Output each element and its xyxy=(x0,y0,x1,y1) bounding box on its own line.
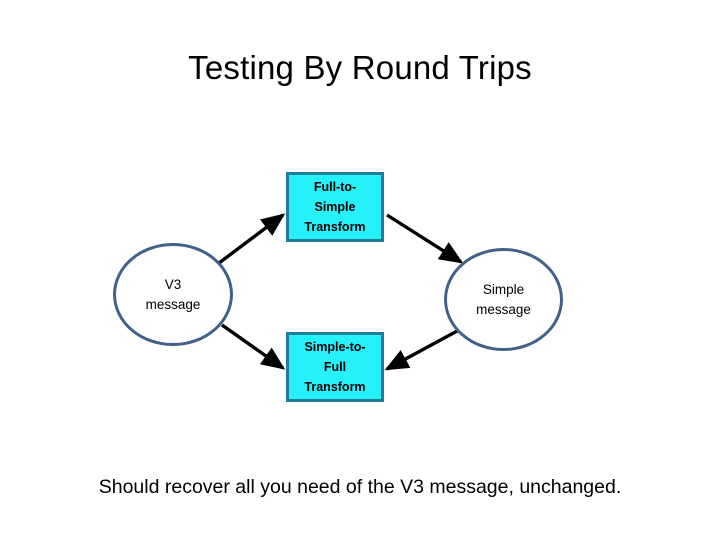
node-simple-message[interactable]: Simple message xyxy=(444,248,563,351)
connector-simple-to-simple-to-full xyxy=(384,328,460,371)
connector-simple-to-full-to-v3 xyxy=(221,323,286,370)
connector-full-to-simple-to-simple xyxy=(386,213,464,264)
node-simple-to-full-transform[interactable]: Simple-to- Full Transform xyxy=(286,332,384,402)
node-v3-message-line-1: V3 xyxy=(164,276,182,292)
node-full-to-simple-transform[interactable]: Full-to- Simple Transform xyxy=(286,172,384,242)
page-title: Testing By Round Trips xyxy=(188,49,532,86)
node-simple-to-full-line-3: Transform xyxy=(304,380,366,394)
node-full-to-simple-line-2: Simple xyxy=(314,200,356,214)
node-simple-to-full-line-2: Full xyxy=(323,360,347,374)
node-full-to-simple-line-3: Transform xyxy=(304,220,366,234)
node-simple-message-line-2: message xyxy=(476,301,531,317)
node-simple-to-full-line-1: Simple-to- xyxy=(304,340,366,354)
node-simple-message-line-1: Simple xyxy=(482,281,525,297)
node-full-to-simple-line-1: Full-to- xyxy=(313,180,357,194)
node-v3-message[interactable]: V3 message xyxy=(113,243,233,346)
slide-caption: Should recover all you need of the V3 me… xyxy=(98,476,622,498)
node-v3-message-line-2: message xyxy=(145,296,201,312)
connector-v3-to-full-to-simple xyxy=(213,213,286,268)
